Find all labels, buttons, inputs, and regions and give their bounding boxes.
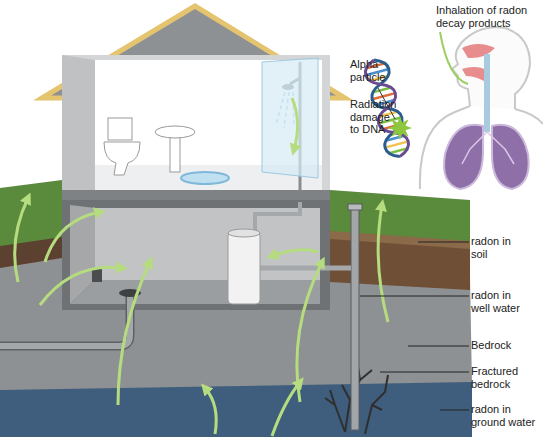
leader-line <box>360 296 469 297</box>
toilet-tank <box>108 118 132 140</box>
sink-pedestal <box>170 137 180 172</box>
drain-pipe-outline <box>0 296 130 346</box>
basement-floor <box>70 280 320 304</box>
callout-label: radon in ground water <box>471 403 541 428</box>
basement-wall <box>62 200 330 310</box>
leader-line <box>440 410 469 411</box>
leader-lines <box>360 242 469 410</box>
dna-rung <box>385 141 408 147</box>
radon-arrow <box>272 250 318 256</box>
grass-surface <box>0 180 62 246</box>
drain-pipe <box>0 296 130 346</box>
callout-label: radon in well water <box>471 289 527 314</box>
person-inset <box>420 27 543 189</box>
radon-arrow <box>272 382 300 436</box>
radon-arrow <box>297 262 322 402</box>
water-heater <box>228 232 260 304</box>
water-heater-top <box>228 229 260 237</box>
radon-arrow <box>292 98 298 150</box>
bronchi <box>462 132 514 164</box>
room-side-wall <box>62 55 95 200</box>
callout-label: Inhalation of radon decay products <box>436 4 543 29</box>
radon-arrow <box>40 267 122 305</box>
nasal-cavity <box>462 44 495 58</box>
floor-drain <box>181 172 229 184</box>
radon-arrow <box>15 198 28 282</box>
leader-line <box>380 372 469 373</box>
radon-arrow <box>45 212 100 262</box>
well-pipe <box>351 208 359 430</box>
alpha-particle-burst <box>388 116 412 140</box>
leader-line <box>408 346 469 347</box>
callout-label: Fractured bedrock <box>471 365 527 390</box>
callout-label: Radiation damage to DNA <box>350 98 400 136</box>
radon-arrow <box>118 262 150 405</box>
callout-label: Bedrock <box>471 339 531 352</box>
head-outline <box>452 27 530 109</box>
house-wall <box>62 55 330 205</box>
radon-arrow <box>205 388 216 434</box>
shower-glass <box>262 58 318 178</box>
body-outline <box>420 106 543 189</box>
well-water-pipe <box>258 266 351 271</box>
inhalation-leader <box>440 32 468 84</box>
toilet-bowl <box>104 142 140 175</box>
leader-line <box>418 242 469 243</box>
sink-basin <box>155 126 195 138</box>
radon-arrow <box>378 205 388 322</box>
callout-label: Alpha particle <box>350 58 395 83</box>
ground-water-layer <box>0 382 472 437</box>
radon-arrows <box>15 98 388 436</box>
well-cap <box>348 204 362 210</box>
lung <box>444 125 483 189</box>
water-pipe <box>255 202 300 232</box>
callout-label: radon in soil <box>471 235 521 260</box>
trachea <box>484 54 490 132</box>
